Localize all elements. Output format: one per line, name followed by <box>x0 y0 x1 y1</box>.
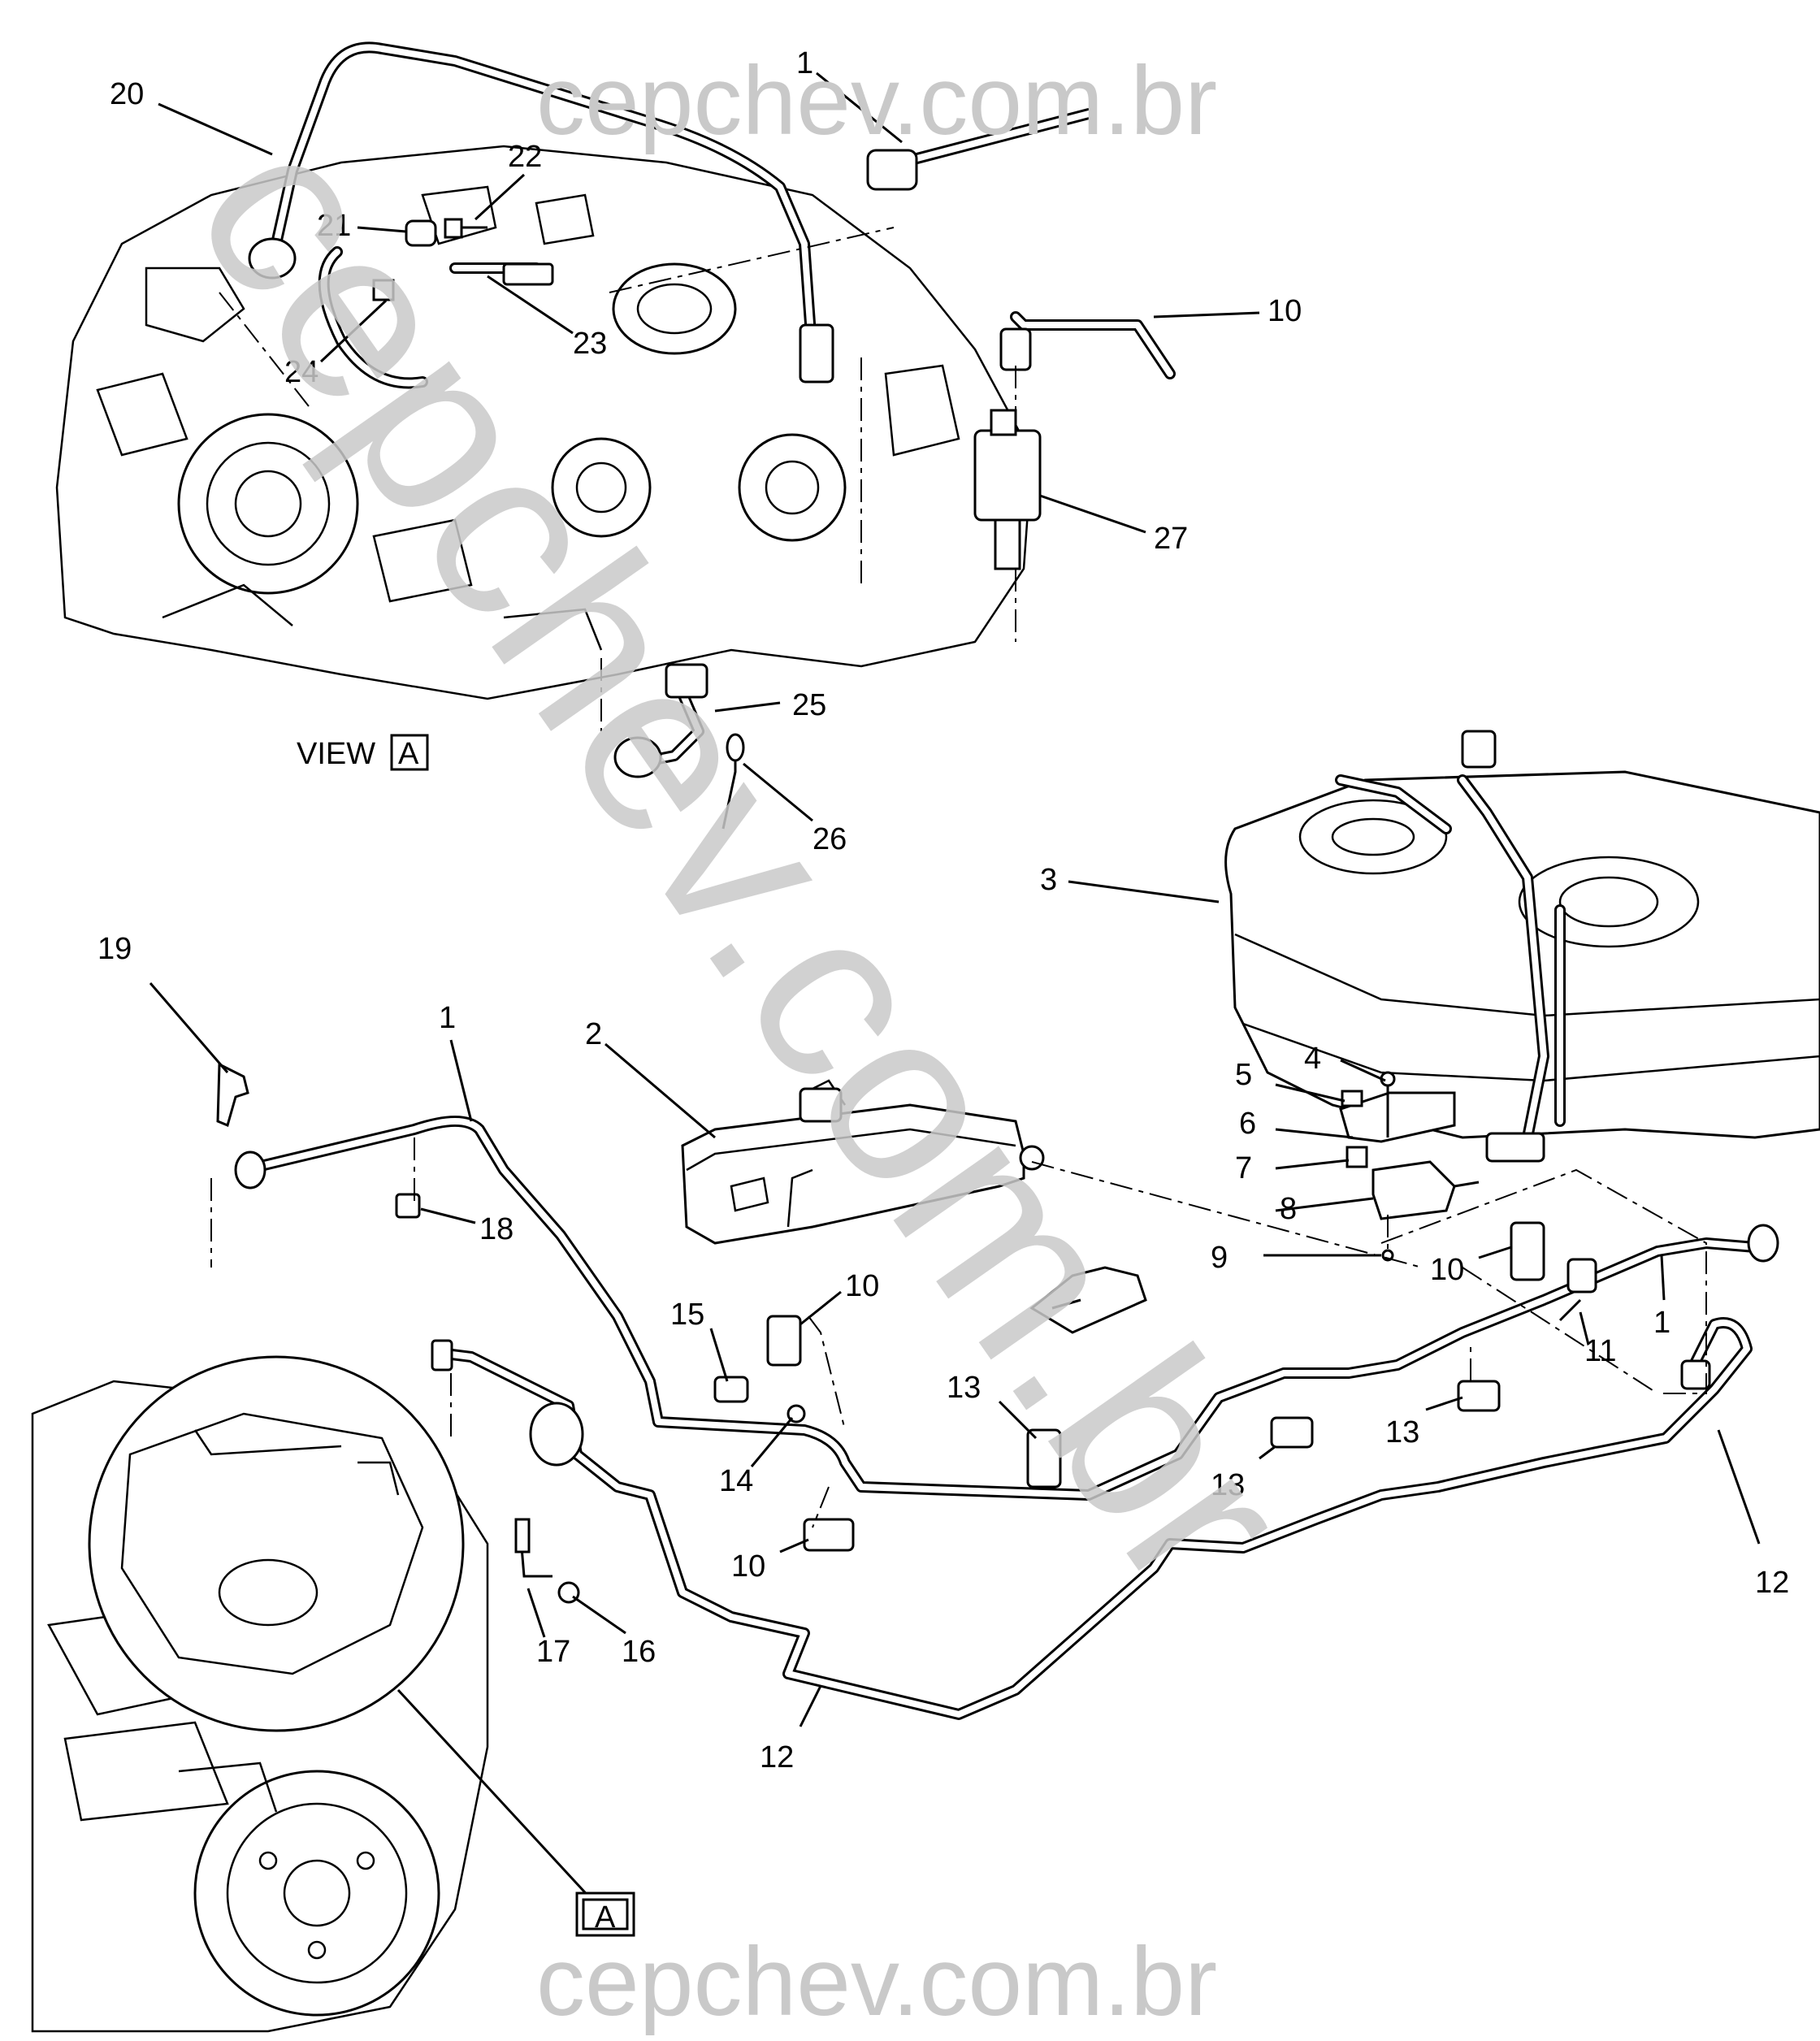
watermark-top: cepchev.com.br <box>536 46 1217 155</box>
callout-leader-lines <box>149 72 1761 1727</box>
callout-20: 20 <box>110 77 144 111</box>
callout-24: 24 <box>284 355 318 389</box>
callout-5: 5 <box>1235 1058 1252 1092</box>
callout-23: 23 <box>573 327 607 361</box>
callout-13-right: 13 <box>1385 1415 1419 1450</box>
callout-14: 14 <box>719 1464 753 1498</box>
evap-canister-2 <box>681 1079 1045 1245</box>
callout-13-left: 13 <box>947 1371 981 1405</box>
callout-7: 7 <box>1235 1151 1252 1185</box>
callout-labels: 1 20 22 21 10 23 24 27 25 26 3 19 1 2 4 … <box>98 46 1789 1774</box>
front-direction-arrow <box>1029 1266 1147 1334</box>
callout-13-mid: 13 <box>1211 1468 1245 1502</box>
callout-15: 15 <box>670 1298 704 1332</box>
callout-17: 17 <box>536 1635 570 1669</box>
vent-solenoid-stack <box>1339 1071 1480 1262</box>
vapor-hose-upper <box>248 41 1176 384</box>
callout-10-low: 10 <box>731 1549 765 1584</box>
callout-10-top: 10 <box>1268 294 1302 328</box>
engine-upper-view-drawing <box>55 145 1034 830</box>
callout-2: 2 <box>585 1017 602 1051</box>
callout-26: 26 <box>812 822 847 856</box>
callout-18: 18 <box>479 1212 514 1246</box>
callout-12-low: 12 <box>760 1740 794 1774</box>
callout-1-right: 1 <box>1653 1306 1670 1340</box>
callout-9: 9 <box>1211 1241 1228 1275</box>
callout-12-right: 12 <box>1755 1566 1789 1600</box>
callout-3: 3 <box>1040 863 1057 897</box>
watermarks: cepchev.com.br cepchev.com.br cepchev.co… <box>143 46 1344 2036</box>
callout-4: 4 <box>1304 1042 1321 1076</box>
callout-19: 19 <box>98 932 132 966</box>
engine-lower-left-drawing <box>31 1355 635 2033</box>
callout-1-top: 1 <box>796 46 813 80</box>
view-label-letter: A <box>398 737 419 771</box>
callout-22: 22 <box>508 140 542 174</box>
purge-valve-27 <box>973 366 1042 642</box>
callout-27: 27 <box>1154 522 1188 556</box>
callout-10-mid: 10 <box>845 1269 879 1303</box>
callout-1-lower: 1 <box>439 1001 456 1035</box>
callout-6: 6 <box>1239 1107 1256 1141</box>
lower-pipe-1 <box>234 1116 1779 1501</box>
small-fittings-upper <box>372 218 554 301</box>
assembly-leader-dashes <box>210 227 1707 1528</box>
detail-callout-letter: A <box>595 1900 616 1935</box>
lower-pipe-12 <box>431 1317 1753 1720</box>
callout-16: 16 <box>622 1635 656 1669</box>
view-label-text: VIEW <box>297 737 375 771</box>
callout-8: 8 <box>1280 1192 1297 1226</box>
callout-25: 25 <box>792 688 826 722</box>
watermark-bottom: cepchev.com.br <box>536 1927 1217 2036</box>
view-a-label: VIEW A A <box>297 734 616 1935</box>
callout-11: 11 <box>1584 1334 1616 1368</box>
callout-10-right: 10 <box>1430 1253 1464 1287</box>
callout-21: 21 <box>317 209 351 243</box>
fuel-tank-3 <box>1224 730 1820 1163</box>
